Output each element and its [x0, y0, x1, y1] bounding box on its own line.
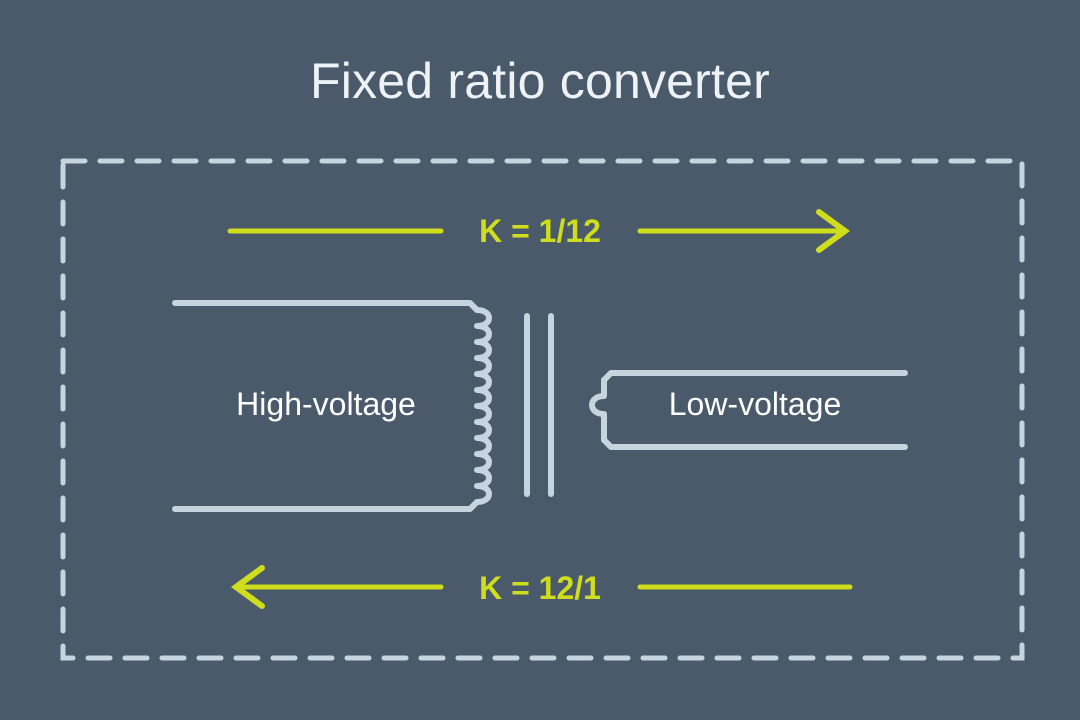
converter-boundary	[60, 158, 1025, 661]
reverse-ratio-arrow	[230, 565, 853, 609]
primary-winding	[172, 300, 492, 512]
forward-arrowhead-icon	[816, 209, 851, 253]
transformer-core	[524, 313, 554, 497]
primary-bottom-lead	[172, 499, 480, 512]
reverse-ratio-label: K = 12/1	[479, 570, 601, 606]
page-title: Fixed ratio converter	[310, 53, 770, 109]
forward-ratio-arrow	[227, 209, 851, 253]
secondary-winding-label: Low-voltage	[668, 386, 842, 422]
primary-winding-label: High-voltage	[236, 386, 416, 422]
secondary-winding	[589, 370, 908, 450]
secondary-bottom-lead	[601, 437, 908, 450]
secondary-coil-icon	[589, 377, 607, 443]
primary-top-lead	[172, 300, 480, 313]
reverse-arrowhead-icon	[230, 565, 265, 609]
secondary-top-lead	[601, 370, 908, 383]
primary-coil-icon	[474, 307, 492, 505]
forward-ratio-label: K = 1/12	[479, 213, 601, 249]
